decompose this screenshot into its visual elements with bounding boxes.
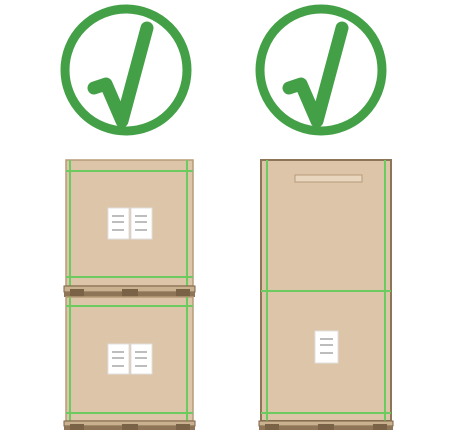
handle-slot	[295, 175, 362, 182]
upper-box	[66, 160, 193, 286]
shipping-label	[131, 208, 152, 239]
lower-pallet	[64, 421, 195, 430]
shipping-label	[315, 331, 338, 363]
check-circle-icon	[65, 9, 187, 131]
tall-box	[261, 160, 391, 421]
shipping-label	[131, 344, 152, 374]
left-panel	[64, 9, 195, 430]
shipping-label	[108, 344, 129, 374]
lower-box	[66, 297, 193, 421]
shipping-label	[108, 208, 129, 239]
pallet	[259, 421, 393, 430]
check-circle-icon	[260, 9, 382, 131]
upper-pallet	[64, 286, 195, 297]
right-panel	[259, 9, 393, 430]
